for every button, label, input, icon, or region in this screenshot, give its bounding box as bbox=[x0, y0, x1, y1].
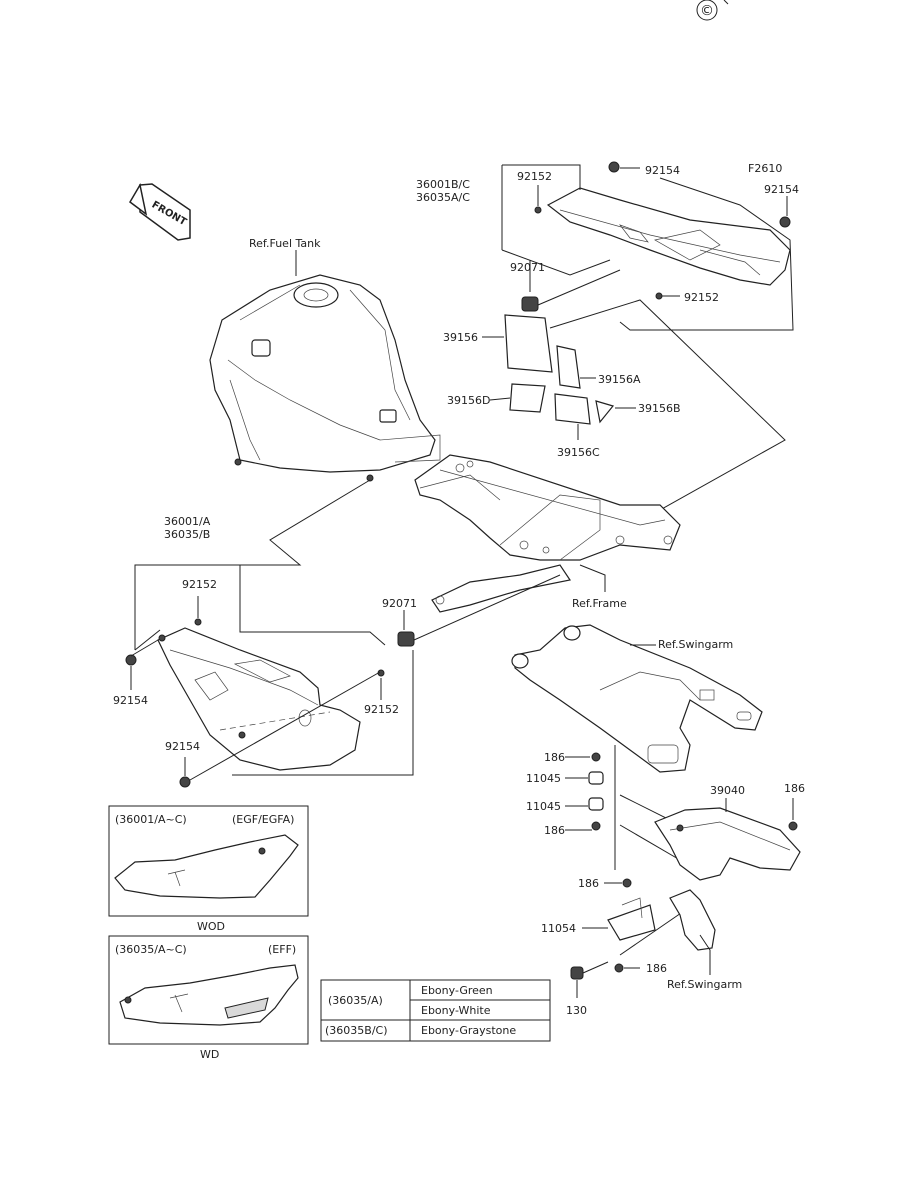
subframe bbox=[414, 454, 681, 613]
variant-header-left: (36001/A~C) bbox=[115, 813, 187, 826]
bolt-icon bbox=[614, 963, 624, 973]
washer-icon bbox=[655, 292, 663, 300]
screw-icon bbox=[179, 776, 191, 788]
bolt-icon bbox=[622, 878, 632, 888]
variant-caption: WOD bbox=[197, 920, 225, 933]
part-label: 39156D bbox=[447, 394, 490, 407]
screw-icon bbox=[608, 161, 620, 173]
left-side-cover bbox=[157, 627, 361, 771]
part-label: 11045 bbox=[526, 800, 561, 813]
part-label: 92152 bbox=[517, 170, 552, 183]
part-label: 11054 bbox=[541, 922, 576, 935]
part-label: 36035/B bbox=[164, 528, 210, 541]
part-label: 39156A bbox=[598, 373, 641, 386]
part-label: 186 bbox=[784, 782, 805, 795]
variant-caption: WD bbox=[200, 1048, 219, 1061]
variant-header-right: (EFF) bbox=[268, 943, 296, 956]
variant-header-left: (36035/A~C) bbox=[115, 943, 187, 956]
variant-header-right: (EGF/EGFA) bbox=[232, 813, 294, 826]
ref-label: Ref.Frame bbox=[572, 597, 627, 610]
bolt-130-icon bbox=[570, 961, 609, 980]
color-name: Ebony-Green bbox=[421, 984, 493, 997]
color-name: Ebony-White bbox=[421, 1004, 491, 1017]
washer-icon bbox=[194, 618, 202, 626]
grommet-icon bbox=[521, 296, 539, 312]
color-code: (36035B/C) bbox=[325, 1024, 388, 1037]
screw-icon bbox=[125, 654, 137, 666]
decal-39156d bbox=[509, 383, 546, 413]
bracket-11054 bbox=[607, 897, 656, 941]
part-label: 39040 bbox=[710, 784, 745, 797]
part-label: 92154 bbox=[165, 740, 200, 753]
copyright-mark: © bbox=[696, 0, 729, 21]
collar-icon bbox=[588, 771, 604, 785]
swingarm bbox=[511, 624, 763, 773]
copyright-symbol: © bbox=[700, 3, 714, 19]
part-label: 36001B/C bbox=[416, 178, 470, 191]
variant-box-wod: (36001/A~C) (EGF/EGFA) WOD bbox=[108, 805, 309, 933]
part-label: 92152 bbox=[182, 578, 217, 591]
decal-39156 bbox=[504, 314, 553, 373]
part-label: 92152 bbox=[364, 703, 399, 716]
ref-label: Ref.Fuel Tank bbox=[249, 237, 321, 250]
part-label: 92154 bbox=[113, 694, 148, 707]
bolt-icon bbox=[788, 821, 798, 831]
decal-39156b bbox=[595, 400, 615, 424]
part-label: 36035A/C bbox=[416, 191, 470, 204]
screw-icon bbox=[779, 216, 791, 228]
part-label: 130 bbox=[566, 1004, 587, 1017]
chain-guard bbox=[654, 807, 801, 881]
part-label: 92071 bbox=[382, 597, 417, 610]
part-label: 186 bbox=[544, 751, 565, 764]
decal-39156c bbox=[554, 393, 591, 425]
figure-code: F2610 bbox=[748, 162, 782, 175]
part-label: 36001/A bbox=[164, 515, 211, 528]
bolt-icon bbox=[591, 752, 601, 762]
part-label: 186 bbox=[544, 824, 565, 837]
variant-box-wd: (36035/A~C) (EFF) WD bbox=[108, 935, 309, 1061]
swingarm-bracket bbox=[669, 889, 716, 951]
part-label: 92154 bbox=[764, 183, 799, 196]
grommet-icon bbox=[397, 631, 415, 647]
decal-39156a bbox=[556, 345, 581, 389]
color-name: Ebony-Graystone bbox=[421, 1024, 516, 1037]
part-label: 11045 bbox=[526, 772, 561, 785]
ref-label: Ref.Swingarm bbox=[667, 978, 742, 991]
rear-right-cover bbox=[546, 187, 791, 286]
fuel-tank bbox=[209, 274, 441, 482]
part-label: 186 bbox=[646, 962, 667, 975]
washer-icon bbox=[534, 206, 542, 214]
color-code: (36035/A) bbox=[328, 994, 383, 1007]
part-label: 92071 bbox=[510, 261, 545, 274]
part-label: 92152 bbox=[684, 291, 719, 304]
part-label: 92154 bbox=[645, 164, 680, 177]
part-label: 39156C bbox=[557, 446, 600, 459]
part-label: 39156 bbox=[443, 331, 478, 344]
color-table: (36035/A) Ebony-Green Ebony-White (36035… bbox=[320, 979, 551, 1042]
bolt-icon bbox=[591, 821, 601, 831]
part-label: 186 bbox=[578, 877, 599, 890]
collar-icon bbox=[588, 797, 604, 811]
part-label: 39156B bbox=[638, 402, 681, 415]
ref-label: Ref.Swingarm bbox=[658, 638, 733, 651]
front-arrow-icon: FRONT bbox=[129, 182, 191, 241]
